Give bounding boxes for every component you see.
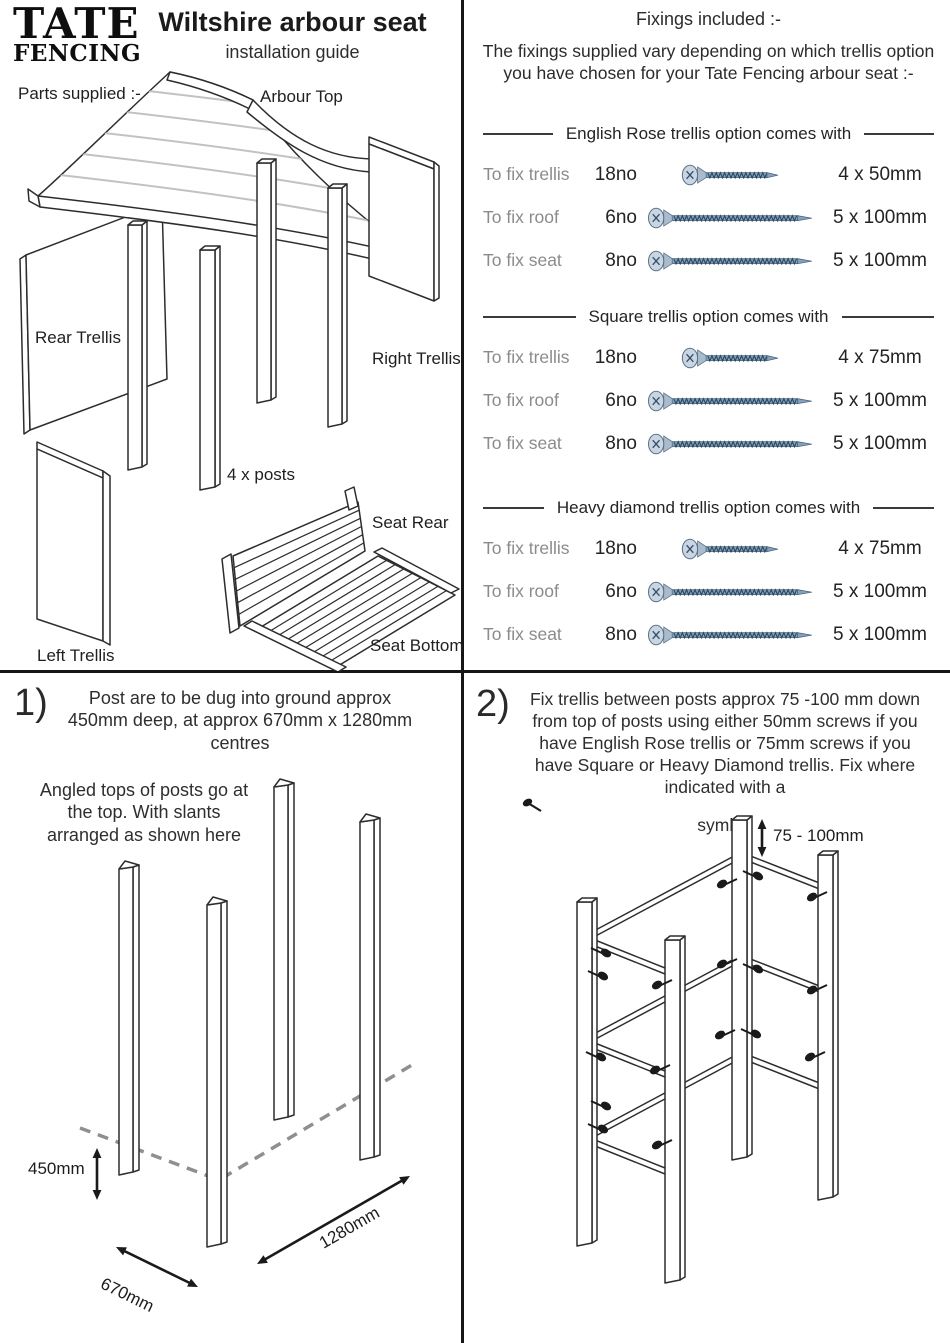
fix-qty: 8no (605, 623, 637, 645)
option-heading: English Rose trellis option comes with (467, 115, 950, 153)
part-label-posts: 4 x posts (227, 465, 296, 484)
fixings-row: To fix seat 8no 5 x 100mm (467, 613, 950, 656)
screw-short-icon (681, 347, 778, 368)
screw-short-icon (681, 538, 778, 559)
option-heading-text: Square trellis option comes with (588, 307, 829, 326)
part-label-rear-trellis: Rear Trellis (35, 328, 121, 347)
title-block: Wiltshire arbour seat installation guide (140, 7, 445, 63)
fix-size: 5 x 100mm (833, 389, 927, 411)
fix-purpose-label: To fix seat (483, 433, 562, 453)
page-title: Wiltshire arbour seat (158, 7, 427, 37)
fixings-title: Fixings included :- (635, 9, 782, 29)
step1-number: 1) (14, 682, 48, 724)
part-label-arbour-top: Arbour Top (260, 87, 343, 106)
fix-purpose-label: To fix roof (483, 581, 559, 601)
heading-rule-left (483, 507, 544, 509)
fix-qty: 18no (594, 163, 637, 185)
fixings-option-heavy-diamond: Heavy diamond trellis option comes with … (467, 489, 950, 656)
brand-logo: TATE FENCING (13, 3, 141, 65)
fix-qty: 18no (594, 346, 637, 368)
heading-rule-right (864, 133, 935, 135)
step2-diagram (576, 815, 839, 1284)
fix-purpose-label: To fix roof (483, 390, 559, 410)
fix-qty: 8no (605, 249, 637, 271)
fix-size: 5 x 100mm (833, 206, 927, 228)
heading-rule-left (483, 133, 553, 135)
horizontal-divider (0, 670, 950, 673)
fixings-row: To fix roof 6no 5 x 100mm (467, 379, 950, 422)
fix-size: 5 x 100mm (833, 432, 927, 454)
fix-size: 5 x 100mm (833, 249, 927, 271)
parts-supplied-label: Parts supplied :- (18, 84, 141, 103)
fix-purpose-label: To fix seat (483, 624, 562, 644)
fix-purpose-label: To fix trellis (483, 347, 570, 367)
part-label-left-trellis: Left Trellis (37, 646, 115, 665)
screw-long-icon (647, 581, 812, 602)
fix-qty: 18no (594, 537, 637, 559)
fix-purpose-label: To fix roof (483, 207, 559, 227)
fix-size: 5 x 100mm (833, 623, 927, 645)
fixings-row: To fix roof 6no 5 x 100mm (467, 570, 950, 613)
heading-rule-left (483, 316, 576, 318)
fixings-row: To fix roof 6no 5 x 100mm (467, 196, 950, 239)
heading-rule-right (841, 316, 935, 318)
screw-long-icon (647, 433, 812, 454)
screw-long-icon (647, 207, 812, 228)
brand-name-bottom: FENCING (13, 40, 142, 67)
fix-size: 4 x 50mm (838, 163, 922, 185)
page-subtitle: installation guide (225, 41, 360, 62)
screw-long-icon (647, 250, 812, 271)
heading-rule-right (873, 507, 934, 509)
step2-number: 2) (476, 683, 510, 725)
fixings-row: To fix trellis 18no 4 x 50mm (467, 153, 950, 196)
part-label-seat-bottom: Seat Bottom (370, 636, 464, 655)
fix-size: 4 x 75mm (838, 346, 922, 368)
fix-size: 5 x 100mm (833, 580, 927, 602)
step2-instruction: Fix trellis between posts approx 75 -100… (519, 688, 931, 836)
step1-note: Angled tops of posts go at the top. With… (39, 780, 249, 845)
fix-qty: 6no (605, 389, 637, 411)
fix-purpose-label: To fix seat (483, 250, 562, 270)
fix-purpose-label: To fix trellis (483, 164, 570, 184)
fixings-intro: The fixings supplied vary depending on w… (482, 41, 935, 84)
option-heading-text: Heavy diamond trellis option comes with (556, 498, 861, 517)
fixings-option-square: Square trellis option comes with To fix … (467, 298, 950, 465)
dim-label-offset: 75 - 100mm (773, 826, 864, 845)
fixings-row: To fix seat 8no 5 x 100mm (467, 422, 950, 465)
part-label-right-trellis: Right Trellis (372, 349, 461, 368)
brand-name-top: TATE (13, 0, 140, 48)
fix-size: 4 x 75mm (838, 537, 922, 559)
exploded-parts-diagram (19, 71, 460, 671)
option-heading: Heavy diamond trellis option comes with (467, 489, 950, 527)
fix-qty: 6no (605, 580, 637, 602)
part-label-seat-rear: Seat Rear (372, 513, 449, 532)
screw-pin-icon (522, 798, 542, 813)
fixings-row: To fix trellis 18no 4 x 75mm (467, 527, 950, 570)
fix-qty: 8no (605, 432, 637, 454)
dim-label-depth: 450mm (28, 1159, 85, 1178)
fixings-option-english-rose: English Rose trellis option comes with T… (467, 115, 950, 282)
option-heading: Square trellis option comes with (467, 298, 950, 336)
step1-instruction: Post are to be dug into ground approx 45… (67, 688, 413, 753)
fix-purpose-label: To fix trellis (483, 538, 570, 558)
fix-qty: 6no (605, 206, 637, 228)
fixings-row: To fix seat 8no 5 x 100mm (467, 239, 950, 282)
fixings-row: To fix trellis 18no 4 x 75mm (467, 336, 950, 379)
step1-diagram (79, 778, 418, 1287)
screw-short-icon (681, 164, 778, 185)
screw-long-icon (647, 624, 812, 645)
screw-long-icon (647, 390, 812, 411)
step2-text-before: Fix trellis between posts approx 75 -100… (529, 689, 921, 798)
option-heading-text: English Rose trellis option comes with (565, 124, 852, 143)
